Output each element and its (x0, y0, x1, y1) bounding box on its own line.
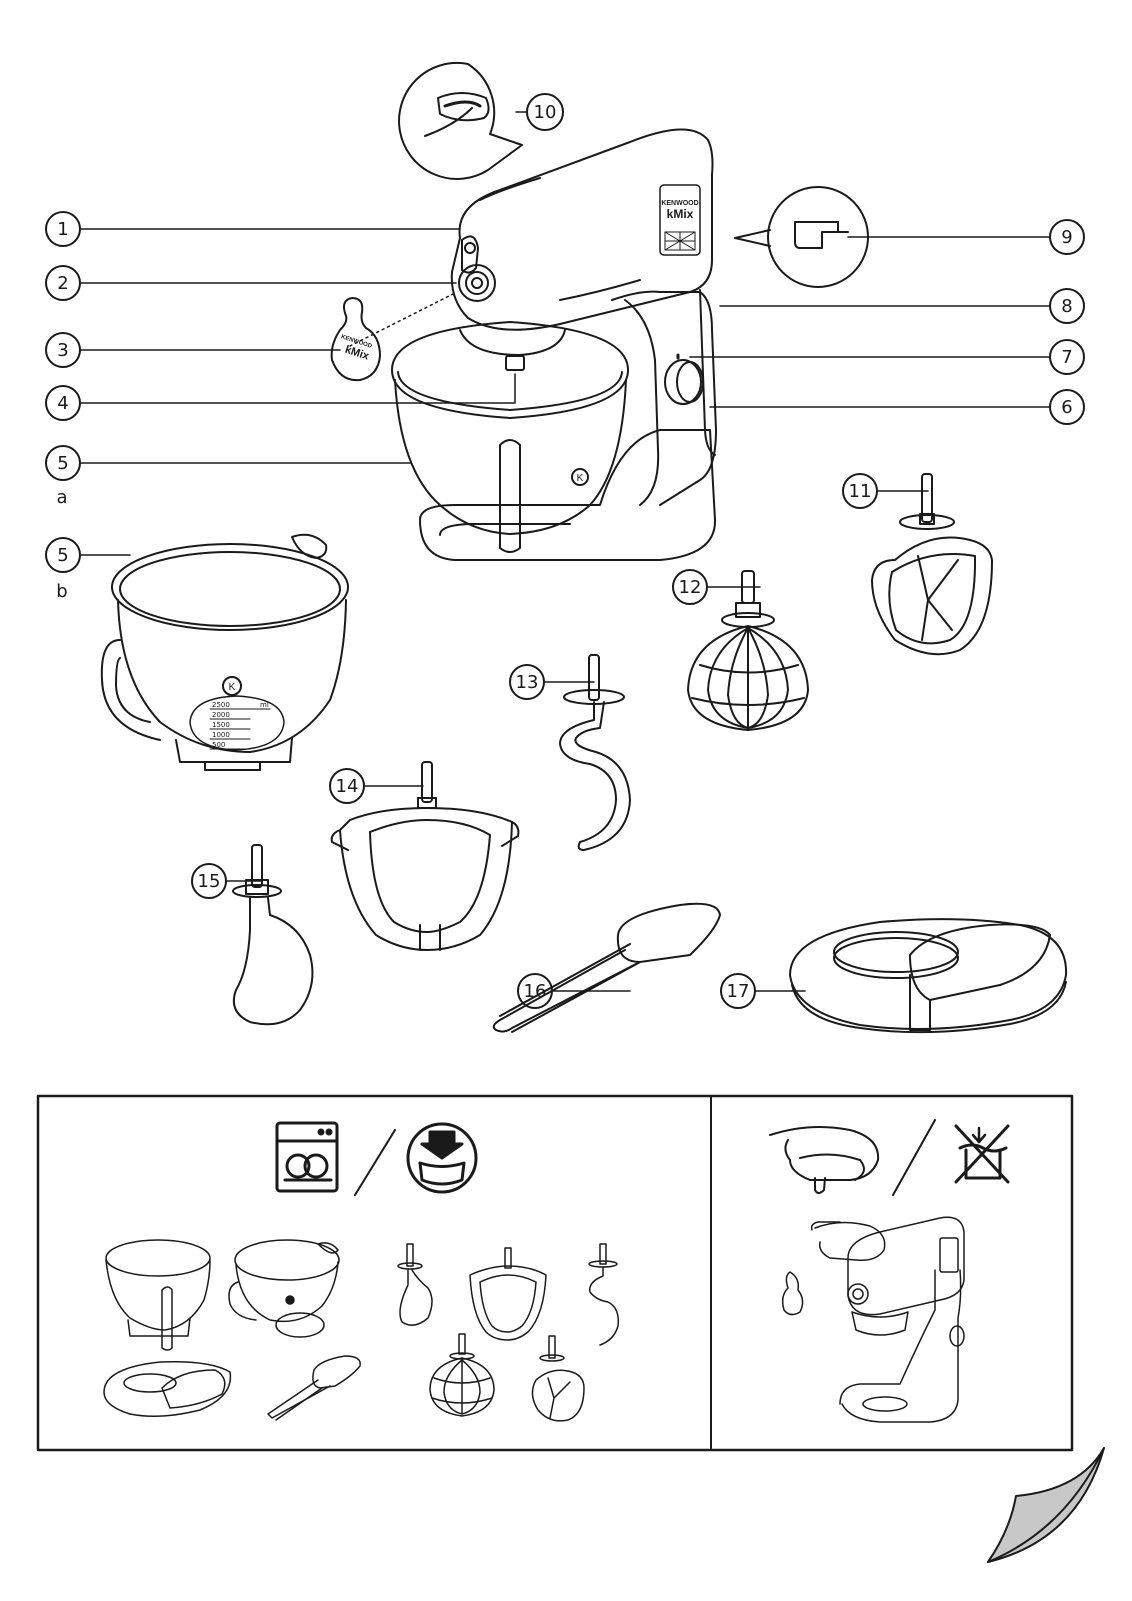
cleaning-glass-bowl (228, 1239, 340, 1338)
callout-3: 3 (45, 332, 81, 368)
hand-wipe-icon (769, 1125, 880, 1194)
union-flag-icon (664, 231, 696, 251)
svg-text:15: 15 (198, 871, 221, 892)
stand-mixer: KENWOOD kMix K (391, 128, 717, 561)
dishwasher-icon (275, 1121, 339, 1193)
svg-text:2: 2 (57, 273, 68, 294)
svg-text:500: 500 (212, 741, 225, 749)
brand-badge-bottom: kMix (667, 207, 694, 221)
callout-17: 17 (720, 973, 756, 1009)
callout-9: 9 (1049, 219, 1085, 255)
whisk (687, 570, 809, 731)
cleaning-mixer-wipe (781, 1216, 965, 1423)
pouring-shield (789, 918, 1068, 1034)
callout-6: 6 (1049, 389, 1085, 425)
outlet-cover-part: KENWOOD kMix (330, 297, 381, 382)
page-curl-icon (987, 1447, 1105, 1563)
callout-12: 12 (672, 569, 708, 605)
cleaning-creaming-beater (397, 1243, 433, 1326)
detail-bubble-cable-storage (398, 61, 523, 180)
cleaning-k-beater (531, 1335, 585, 1422)
cleaning-flexible-beater (469, 1247, 547, 1341)
callout-7: 7 (1049, 339, 1085, 375)
svg-text:1000: 1000 (212, 731, 230, 739)
svg-text:K: K (229, 682, 236, 693)
glass-bowl: K 2500 ml 2000 1500 1000 500 (100, 533, 349, 771)
cleaning-pouring-shield (103, 1360, 232, 1417)
callout-8: 8 (1049, 288, 1085, 324)
svg-text:6: 6 (1061, 397, 1072, 418)
svg-text:8: 8 (1061, 296, 1072, 317)
svg-text:10: 10 (534, 102, 557, 123)
callout-4: 4 (45, 385, 81, 421)
spatula (492, 902, 721, 1033)
detail-bubble-speed-switch (734, 186, 869, 288)
callout-5b-sub: b (56, 581, 67, 602)
cleaning-steel-bowl (105, 1239, 211, 1351)
callout-14: 14 (329, 768, 365, 804)
cleaning-panel (36, 1094, 1074, 1452)
svg-text:1: 1 (57, 219, 68, 240)
svg-text:17: 17 (727, 981, 750, 1002)
brand-badge-top: KENWOOD (661, 200, 698, 207)
callout-5a-sub: a (56, 487, 67, 508)
cleaning-dough-hook (588, 1243, 620, 1346)
svg-text:2500: 2500 (212, 701, 230, 709)
svg-text:11: 11 (849, 481, 872, 502)
callout-leaders (79, 111, 1051, 992)
svg-text:5: 5 (57, 545, 68, 566)
svg-text:5: 5 (57, 453, 68, 474)
svg-text:3: 3 (57, 340, 68, 361)
dough-hook (559, 654, 631, 851)
callout-11: 11 (842, 473, 878, 509)
svg-text:ml: ml (260, 701, 269, 709)
callout-15: 15 (191, 863, 227, 899)
svg-text:4: 4 (57, 393, 68, 414)
creaming-beater (232, 844, 314, 1026)
svg-text:K: K (577, 473, 584, 484)
svg-text:7: 7 (1061, 347, 1072, 368)
svg-text:13: 13 (516, 672, 539, 693)
callout-13: 13 (509, 664, 545, 700)
cleaning-whisk (429, 1333, 495, 1417)
callout-5b: 5 b (45, 537, 81, 602)
svg-text:9: 9 (1061, 227, 1072, 248)
callout-2: 2 (45, 265, 81, 301)
callout-1: 1 (45, 211, 81, 247)
svg-text:12: 12 (679, 577, 702, 598)
callout-10: 10 (526, 93, 564, 131)
flexible-beater (330, 761, 520, 951)
dishwasher-top-rack-icon (406, 1122, 478, 1194)
callout-5a: 5 a (45, 445, 81, 508)
bowl-measurement-scale: 2500 ml 2000 1500 1000 500 (209, 701, 271, 750)
svg-text:2000: 2000 (212, 711, 230, 719)
k-beater (871, 473, 993, 656)
cleaning-spatula (267, 1355, 361, 1421)
do-not-immerse-icon (954, 1124, 1010, 1184)
svg-text:14: 14 (336, 776, 359, 797)
svg-text:1500: 1500 (212, 721, 230, 729)
